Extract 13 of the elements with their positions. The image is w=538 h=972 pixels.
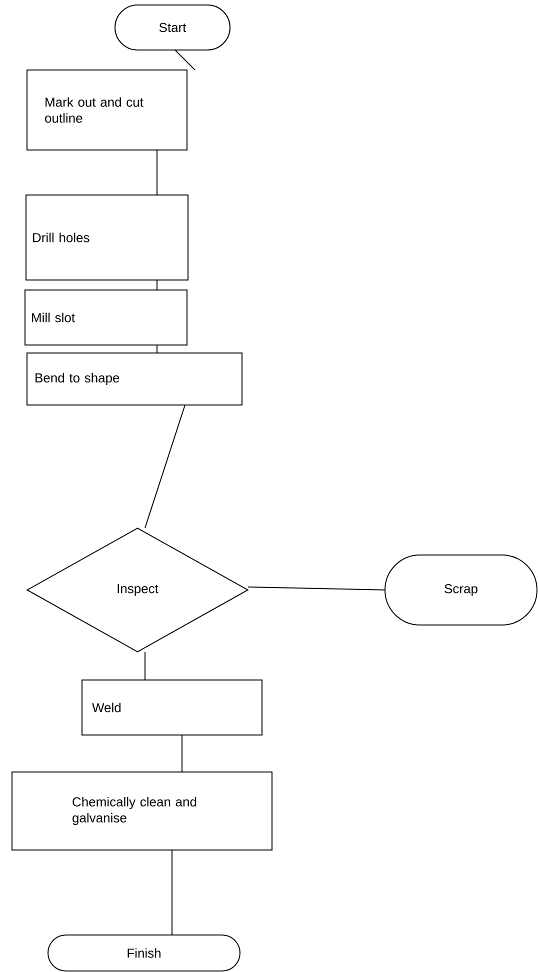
connector-line: [156, 344, 158, 354]
process-box: Mark out and cut outline: [26, 70, 188, 150]
connector-line: [144, 404, 186, 528]
process-box: Mill slot: [24, 290, 188, 346]
process-box: Drill holes: [26, 194, 188, 280]
process-box: Weld: [82, 680, 262, 736]
connector-line: [156, 280, 158, 290]
connector-line: [174, 50, 196, 70]
process-box: Bend to shape: [26, 352, 242, 406]
process-box: Chemically clean and galvanise: [12, 772, 272, 850]
connector-line: [156, 150, 158, 196]
connector-line: [248, 586, 386, 590]
connector-line: [144, 652, 146, 680]
